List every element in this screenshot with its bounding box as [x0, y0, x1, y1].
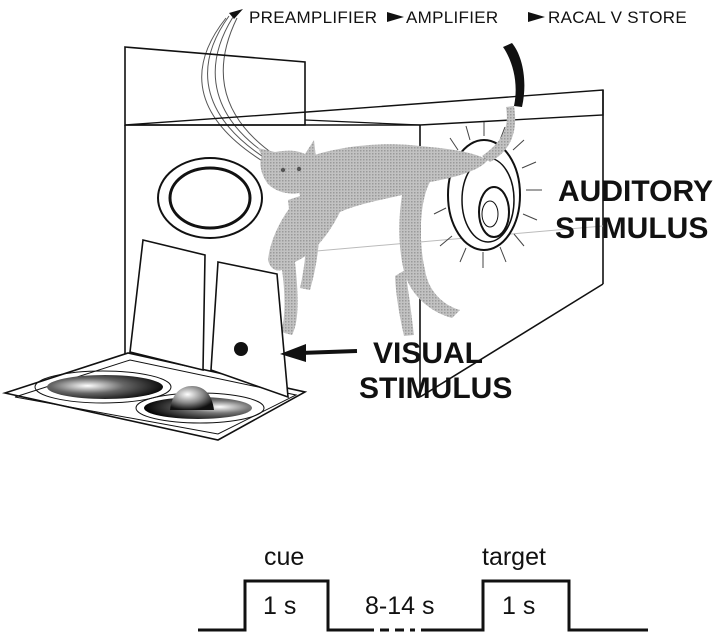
chain-arrow-icon: [229, 9, 243, 19]
chain-arrow-icon: [387, 12, 404, 22]
porthole-window: [157, 157, 263, 239]
timing-diagram: cue 1 s 8-14 s target 1 s: [198, 543, 648, 632]
speaker-icon: [433, 122, 542, 268]
visual-stimulus-dot: [234, 342, 248, 356]
stimulus-panels: [129, 239, 289, 399]
floor-platform: [1, 352, 308, 441]
food-reward: [170, 386, 214, 410]
chain-arrow-icon: [528, 12, 545, 22]
auditory-label-line2: STIMULUS: [555, 212, 708, 245]
target-label: target: [482, 543, 546, 571]
chain-item-amplifier: AMPLIFIER: [406, 8, 498, 27]
visual-label-line1: VISUAL: [373, 337, 483, 370]
target-duration: 1 s: [502, 592, 535, 620]
visual-label-line2: STIMULUS: [359, 372, 512, 405]
panel-left: [129, 239, 206, 372]
panel-right: [210, 261, 289, 399]
chain-item-preamplifier: PREAMPLIFIER: [249, 8, 377, 27]
cat-tail: [503, 43, 525, 107]
timing-trace: [198, 579, 374, 632]
cue-label: cue: [264, 543, 304, 571]
interval-label: 8-14 s: [365, 592, 434, 620]
visual-pointer-arrow-icon: [280, 344, 358, 362]
box-back-panel: [124, 46, 306, 126]
chain-item-racal-v-store: RACAL V STORE: [548, 8, 687, 27]
cat-illustration: [258, 43, 525, 336]
cat-head: [258, 140, 319, 194]
food-well-left: [34, 370, 172, 404]
food-well-right: [135, 386, 265, 424]
cue-duration: 1 s: [263, 592, 296, 620]
box-lid: [124, 89, 604, 126]
signal-chain: PREAMPLIFIER AMPLIFIER RACAL V STORE: [229, 8, 687, 27]
auditory-label-line1: AUDITORY: [558, 175, 713, 208]
recording-cable: [201, 15, 277, 163]
